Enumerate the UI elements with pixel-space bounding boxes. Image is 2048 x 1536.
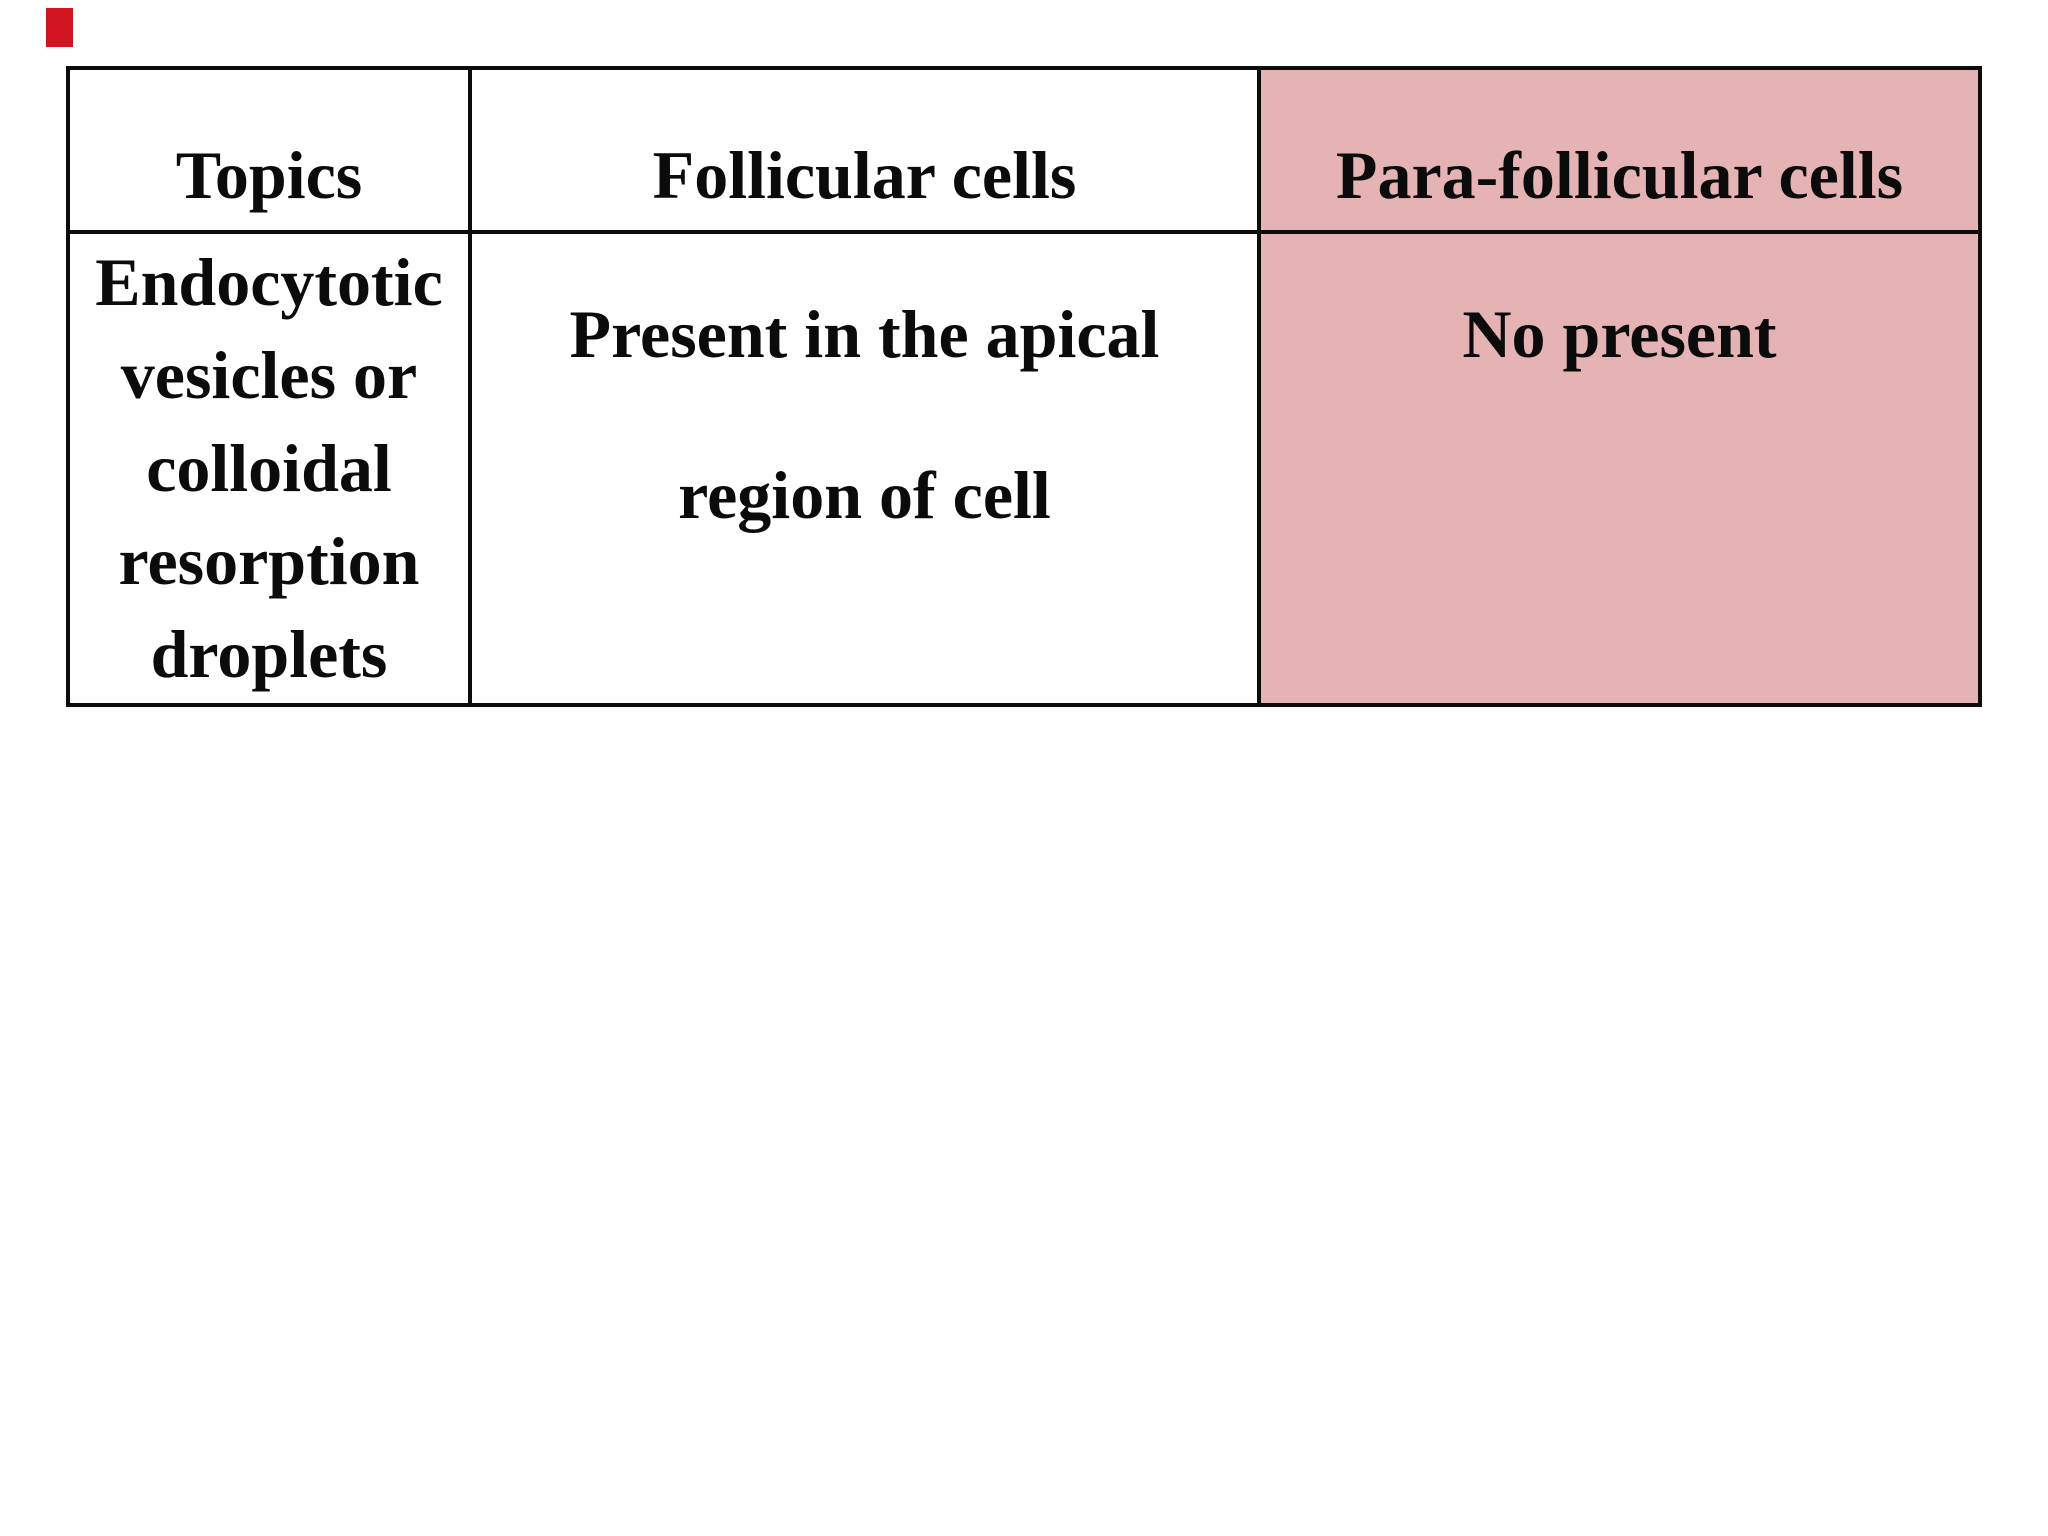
follicular-line: region of cell <box>678 457 1051 533</box>
topic-line: Endocytotic <box>95 244 443 320</box>
header-label-follicular: Follicular cells <box>652 137 1077 213</box>
red-corner-marker <box>46 8 73 47</box>
header-cell-parafollicular: Para-follicular cells <box>1261 70 1978 230</box>
cell-parafollicular-value: No present <box>1261 234 1978 703</box>
follicular-line: Present in the apical <box>569 296 1160 372</box>
topic-line: colloidal <box>146 430 392 506</box>
cell-topic: Endocytotic vesicles or colloidal resorp… <box>70 234 468 703</box>
parafollicular-line: No present <box>1462 296 1777 372</box>
cell-follicular-value: Present in the apical region of cell <box>472 234 1257 703</box>
header-cell-follicular: Follicular cells <box>472 70 1257 230</box>
topic-line: vesicles or <box>120 337 418 413</box>
header-label-parafollicular: Para-follicular cells <box>1335 137 1904 213</box>
topic-line: droplets <box>150 616 388 692</box>
comparison-table: Topics Follicular cells Para-follicular … <box>66 66 1982 707</box>
topic-line: resorption <box>118 523 420 599</box>
header-label-topics: Topics <box>175 137 363 213</box>
header-cell-topics: Topics <box>70 70 468 230</box>
